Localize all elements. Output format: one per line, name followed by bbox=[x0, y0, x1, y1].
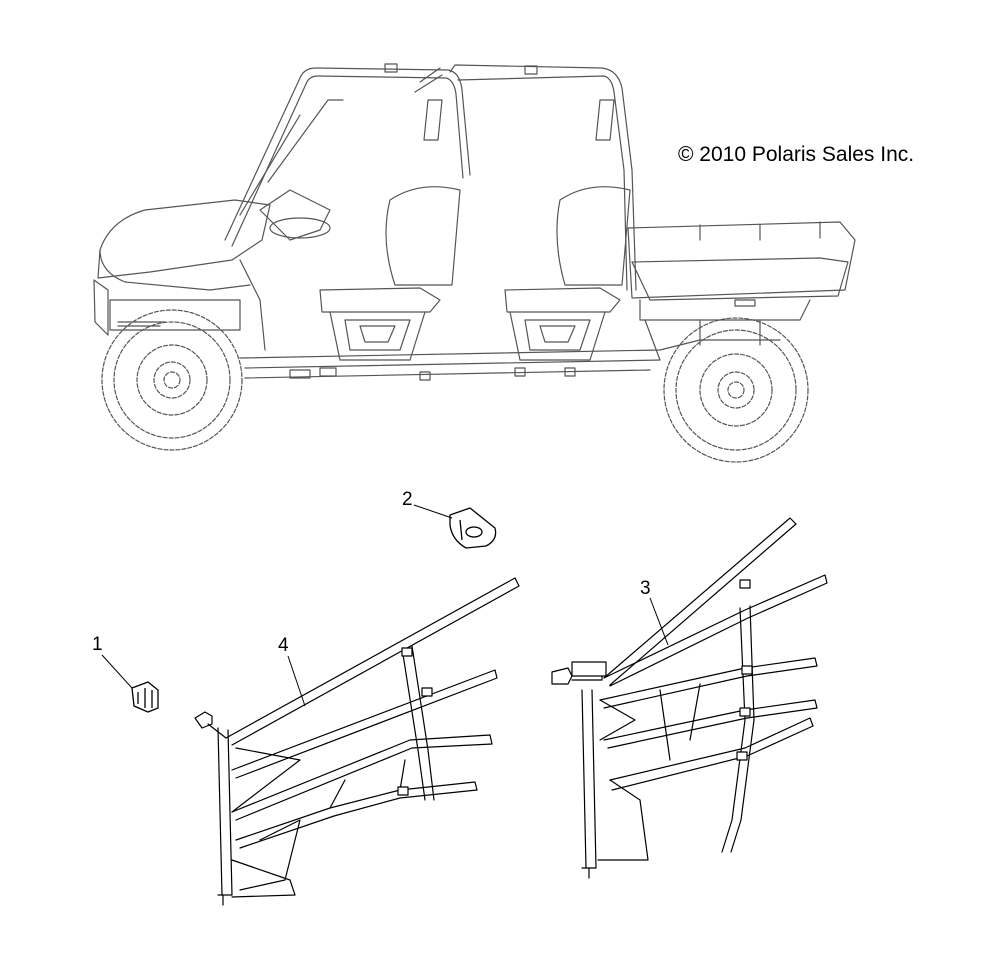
front-body bbox=[93, 189, 331, 351]
callout-label-3: 3 bbox=[640, 578, 651, 599]
part-1-clip bbox=[131, 681, 159, 713]
callout-3: 3 bbox=[640, 578, 669, 646]
callout-label-4: 4 bbox=[278, 635, 289, 656]
front-wheel bbox=[101, 309, 243, 451]
callout-label-1: 1 bbox=[92, 634, 103, 655]
part-3-net-frame bbox=[551, 517, 828, 879]
callout-1: 1 bbox=[92, 634, 133, 689]
frame-rail bbox=[239, 339, 781, 381]
rear-wheel bbox=[663, 317, 809, 463]
vehicle-illustration bbox=[93, 63, 856, 463]
roll-cage bbox=[224, 63, 637, 291]
callout-4: 4 bbox=[278, 635, 306, 707]
part-2-bracket bbox=[449, 507, 497, 549]
rear-seat bbox=[504, 186, 631, 361]
part-4-net-frame bbox=[194, 577, 520, 906]
callout-label-2: 2 bbox=[402, 489, 413, 510]
copyright-notice: © 2010 Polaris Sales Inc. bbox=[678, 143, 915, 166]
cargo-box bbox=[627, 221, 856, 361]
callout-2: 2 bbox=[402, 489, 453, 519]
front-seat bbox=[319, 186, 461, 361]
